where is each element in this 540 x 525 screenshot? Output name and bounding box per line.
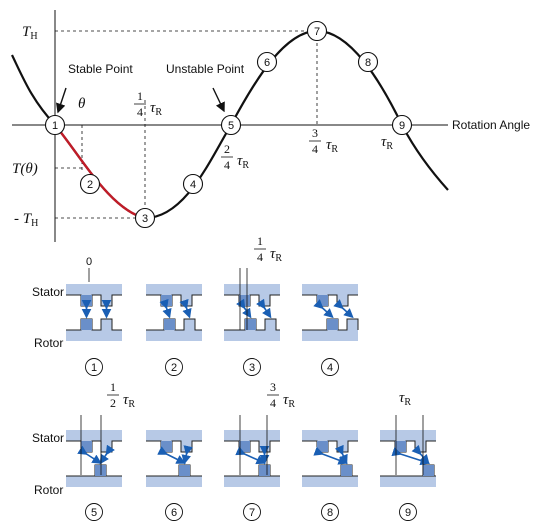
mechanism-state-number: 6 (165, 503, 183, 521)
graph-point-label: 3 (142, 213, 148, 225)
graph-point-label: 6 (264, 57, 270, 69)
mechanism-illustrations: Stator Rotor Stator Rotor 0 1 4 τR 1 2 τ… (32, 234, 436, 521)
stator-label-row2: Stator (32, 431, 64, 445)
rotor-label-row1: Rotor (34, 336, 63, 350)
graph-point-label: 7 (314, 26, 320, 38)
svg-text:1: 1 (110, 380, 116, 394)
state-number-label: 1 (91, 362, 97, 374)
mechanism-state-number: 4 (321, 358, 339, 376)
y-label-top: TH (22, 24, 38, 42)
zero-label: 0 (86, 256, 92, 268)
graph-point-5: 5 (220, 114, 242, 136)
graph-point-label: 1 (52, 120, 58, 132)
y-label-mid: T(θ) (12, 161, 38, 177)
graph-point-2: 2 (79, 173, 101, 195)
svg-text:3: 3 (312, 126, 318, 140)
svg-text:1: 1 (137, 89, 143, 103)
mechanism-state-9: 9 (380, 430, 436, 521)
mechanism-state-number: 2 (165, 358, 183, 376)
mechanism-state-6: 6 (146, 430, 202, 521)
label-full-tau: τR (381, 134, 393, 152)
svg-text:4: 4 (257, 250, 263, 264)
mech-label-full: τR (399, 390, 411, 408)
graph-point-9: 9 (391, 114, 413, 136)
mechanism-state-number: 9 (399, 503, 417, 521)
mechanism-state-5: 5 (66, 430, 122, 521)
graph-point-label: 2 (87, 179, 93, 191)
graph-point-6: 6 (256, 51, 278, 73)
stable-arrow (56, 87, 67, 114)
rotation-angle-label: Rotation Angle (452, 118, 530, 132)
mechanism-state-number: 1 (85, 358, 103, 376)
mechanism-state-3: 3 (224, 284, 280, 376)
label-quarter-tau: 1 4 τR (134, 89, 162, 119)
label-three-quarter-tau: 3 4 τR (309, 126, 338, 156)
mechanism-state-7: 7 (224, 430, 280, 521)
unstable-arrow (212, 87, 225, 113)
svg-text:τR: τR (326, 137, 338, 155)
mech-label-three-quarter: 3 4 τR (267, 380, 295, 410)
mechanism-state-1: 1 (66, 284, 122, 376)
mechanism-state-4: 4 (302, 284, 359, 376)
mechanism-state-2: 2 (146, 284, 202, 376)
rotor-label-row2: Rotor (34, 483, 63, 497)
graph-point-8: 8 (357, 51, 379, 73)
graph-points: 1 2 3 4 5 6 7 8 9 (44, 20, 413, 229)
state-number-label: 4 (327, 362, 333, 374)
y-label-bottom: - TH (14, 211, 38, 229)
mechanism-state-number: 3 (243, 358, 261, 376)
svg-text:1: 1 (257, 234, 263, 248)
state-number-label: 5 (91, 507, 97, 519)
state-number-label: 6 (171, 507, 177, 519)
svg-text:4: 4 (224, 158, 230, 172)
graph-point-label: 9 (399, 120, 405, 132)
state-number-label: 2 (171, 362, 177, 374)
state-number-label: 8 (327, 507, 333, 519)
svg-text:τR: τR (237, 153, 249, 171)
graph-point-7: 7 (306, 20, 328, 42)
graph-point-label: 5 (228, 120, 234, 132)
svg-text:4: 4 (270, 396, 276, 410)
svg-text:2: 2 (110, 396, 116, 410)
mechanism-state-number: 7 (243, 503, 261, 521)
svg-text:2: 2 (224, 142, 230, 156)
mechanism-state-8: 8 (302, 430, 358, 521)
stator-label-row1: Stator (32, 285, 64, 299)
svg-text:4: 4 (312, 142, 318, 156)
graph-point-3: 3 (134, 207, 156, 229)
graph-point-1: 1 (44, 114, 66, 136)
svg-text:3: 3 (270, 380, 276, 394)
mech-label-half: 1 2 τR (107, 380, 135, 410)
state-number-label: 9 (405, 507, 411, 519)
svg-text:τR: τR (283, 392, 295, 410)
graph-point-label: 4 (190, 179, 196, 191)
mechanism-state-number: 5 (85, 503, 103, 521)
mech-label-quarter: 1 4 τR (254, 234, 282, 264)
torque-graph: Stable Point Unstable Point Rotation Ang… (11, 10, 530, 242)
mechanism-state-number: 8 (321, 503, 339, 521)
svg-text:4: 4 (137, 105, 143, 119)
graph-point-label: 8 (365, 57, 371, 69)
label-half-tau: 2 4 τR (221, 142, 249, 172)
state-number-label: 3 (249, 362, 255, 374)
svg-text:τR: τR (123, 392, 135, 410)
unstable-point-label: Unstable Point (166, 62, 245, 76)
svg-text:τR: τR (270, 246, 282, 264)
svg-text:τR: τR (150, 100, 162, 118)
torque-curve-highlight (54, 124, 146, 220)
graph-point-4: 4 (182, 173, 204, 195)
stable-point-label: Stable Point (68, 62, 133, 76)
theta-label: θ (78, 96, 86, 112)
state-number-label: 7 (249, 507, 255, 519)
